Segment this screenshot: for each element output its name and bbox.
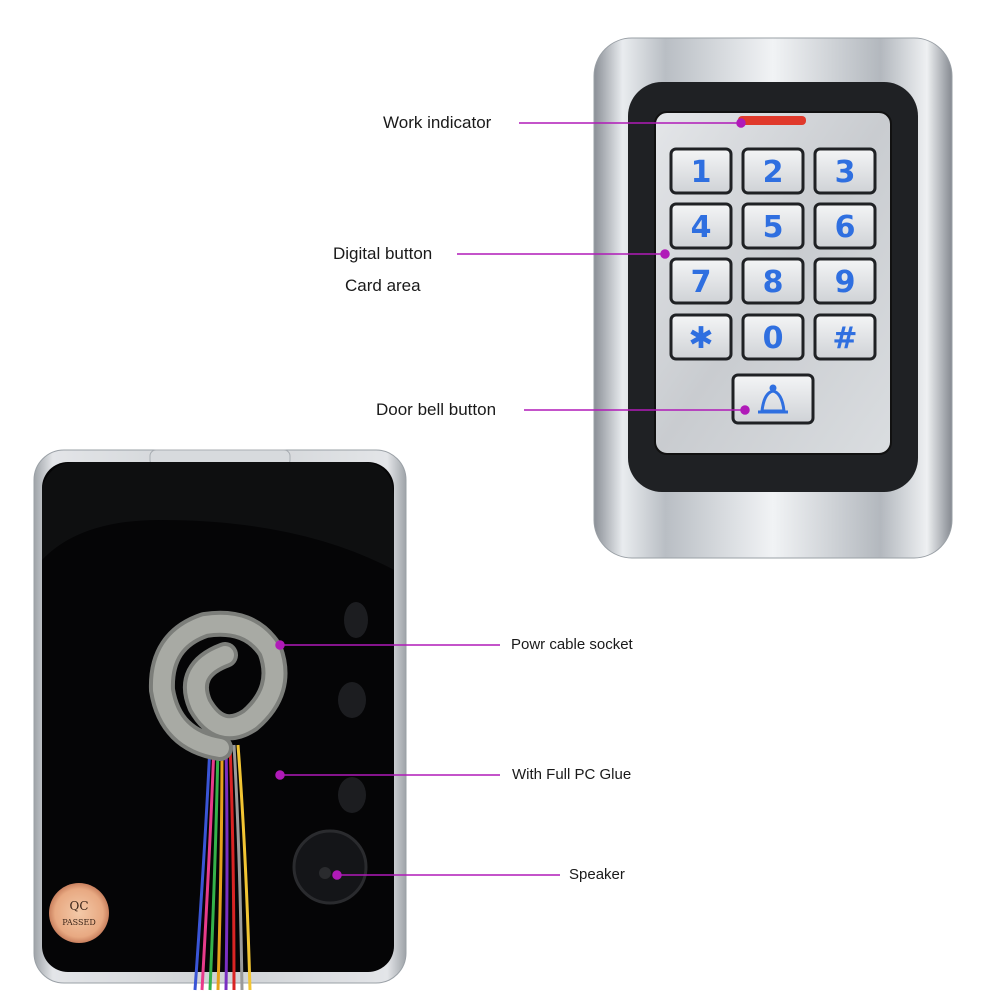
- bell-icon: [758, 384, 788, 414]
- cable-wires: [193, 744, 252, 991]
- key-0: 0: [763, 321, 784, 356]
- back-device: QC PASSED: [33, 449, 407, 991]
- label-work-indicator: Work indicator: [383, 113, 492, 132]
- work-indicator-led: [738, 116, 806, 125]
- label-card-area: Card area: [345, 276, 421, 295]
- key-9: 9: [835, 265, 856, 300]
- key-5: 5: [763, 210, 784, 245]
- label-digital-button: Digital button: [333, 244, 433, 263]
- key-3: 3: [835, 155, 856, 190]
- key-6: 6: [835, 210, 856, 245]
- key-star: ✱: [688, 321, 713, 356]
- label-door-bell-button: Door bell button: [376, 400, 497, 419]
- passed-text: PASSED: [62, 918, 96, 927]
- label-speaker: Speaker: [569, 866, 625, 883]
- label-full-pc-glue: With Full PC Glue: [512, 766, 632, 783]
- key-7: 7: [691, 265, 712, 300]
- label-power-cable-socket: Powr cable socket: [511, 636, 633, 653]
- qc-passed-sticker: QC PASSED: [49, 883, 109, 943]
- qc-text: QC: [69, 899, 88, 913]
- speaker-grille: [292, 829, 368, 905]
- key-1: 1: [691, 155, 712, 190]
- key-2: 2: [763, 155, 784, 190]
- key-4: 4: [691, 210, 712, 245]
- key-hash: #: [832, 321, 857, 356]
- keypad-keys[interactable]: 1 2 3 4 5 6 7 8 9 ✱ 0 #: [669, 147, 877, 361]
- key-8: 8: [763, 265, 784, 300]
- front-keypad-device: 1 2 3 4 5 6 7 8 9 ✱ 0 #: [593, 37, 953, 559]
- door-bell-button[interactable]: [731, 373, 815, 425]
- callout-lines: [275, 118, 750, 880]
